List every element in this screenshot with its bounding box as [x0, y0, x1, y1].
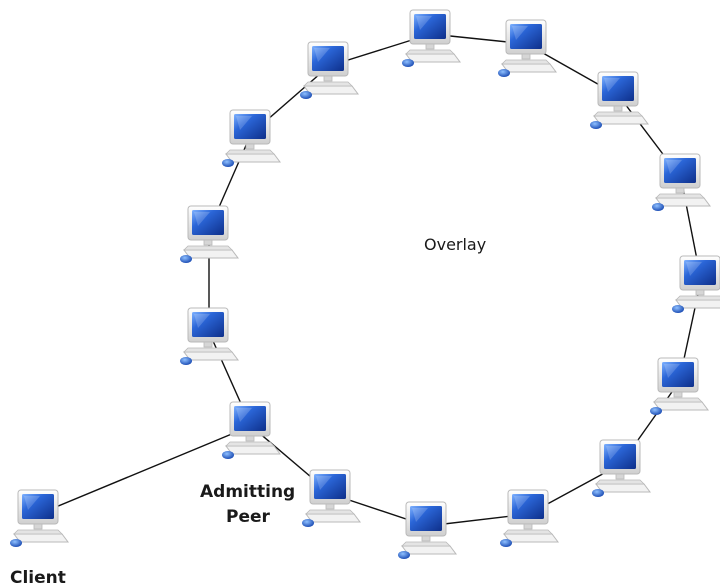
- peer-computer-icon: [652, 153, 711, 211]
- peer-computer-icon: [398, 501, 457, 559]
- client-link-line: [38, 425, 252, 515]
- peer-computer-icon: [180, 205, 239, 263]
- peer-computer-icon: [650, 357, 709, 415]
- peer-computer-icon: [402, 9, 461, 67]
- peer-computer-icon: [498, 19, 557, 77]
- admitting-peer-computer-icon: [222, 401, 281, 459]
- peer-computer-icon: [592, 439, 651, 497]
- overlay-label: Overlay: [424, 235, 486, 254]
- peer-computer-icon: [302, 469, 361, 527]
- peer-computer-icon: [180, 307, 239, 365]
- peer-computer-icon: [672, 255, 720, 313]
- peer-computer-icon: [590, 71, 649, 129]
- peer-computer-icon: [222, 109, 281, 167]
- peer-computer-icon: [500, 489, 559, 547]
- computer-nodes: [10, 9, 720, 559]
- client-label: Client: [10, 568, 66, 585]
- admitting-peer-label-line2: Peer: [226, 507, 271, 527]
- peer-computer-icon: [300, 41, 359, 99]
- client-computer-icon: [10, 489, 69, 547]
- admitting-peer-label-line1: Admitting: [200, 482, 295, 502]
